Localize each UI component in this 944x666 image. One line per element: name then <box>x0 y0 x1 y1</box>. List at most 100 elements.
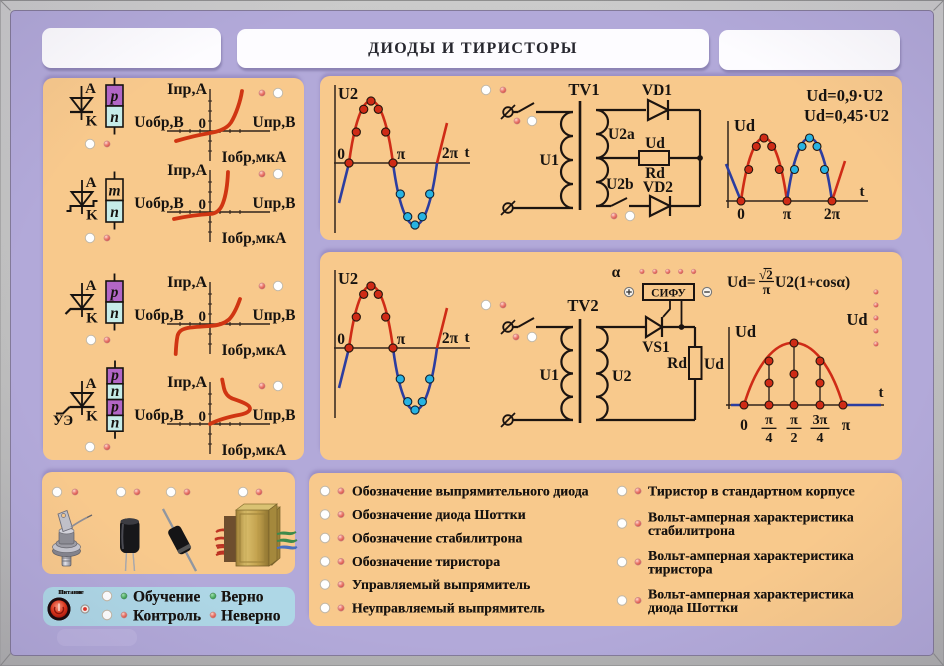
svg-text:2: 2 <box>791 431 798 446</box>
svg-text:Вольт-амперная характеристика: Вольт-амперная характеристика <box>648 587 854 602</box>
svg-text:0: 0 <box>737 206 745 223</box>
svg-text:Iобр,мкА: Iобр,мкА <box>222 149 288 166</box>
svg-text:Обозначение тиристора: Обозначение тиристора <box>352 554 500 569</box>
svg-text:p: p <box>109 399 119 416</box>
svg-text:тиристора: тиристора <box>648 562 713 577</box>
svg-text:Iобр,мкА: Iобр,мкА <box>222 342 288 359</box>
svg-text:TV1: TV1 <box>568 80 599 99</box>
svg-text:Ud=: Ud= <box>727 274 756 291</box>
svg-text:диода Шоттки: диода Шоттки <box>648 600 738 615</box>
svg-text:стабилитрона: стабилитрона <box>648 523 735 538</box>
svg-text:U2(1+cosα): U2(1+cosα) <box>775 274 850 291</box>
svg-text:2π: 2π <box>824 206 841 223</box>
svg-text:Обозначение выпрямительного ди: Обозначение выпрямительного диода <box>352 484 589 499</box>
svg-text:U2a: U2a <box>608 126 635 143</box>
svg-text:0: 0 <box>337 146 345 163</box>
svg-text:Обучение: Обучение <box>133 589 200 606</box>
svg-text:Rd: Rd <box>667 355 687 372</box>
svg-text:U1: U1 <box>539 367 559 384</box>
svg-text:TV2: TV2 <box>567 296 598 315</box>
svg-text:Вольт-амперная характеристика: Вольт-амперная характеристика <box>648 587 854 602</box>
svg-text:3π: 3π <box>813 413 828 428</box>
svg-text:Iобр,мкА: Iобр,мкА <box>222 230 288 247</box>
svg-text:K: K <box>86 409 98 425</box>
svg-text:Uобр,В: Uобр,В <box>134 307 184 324</box>
svg-text:УЭ: УЭ <box>53 413 73 429</box>
svg-text:Верно: Верно <box>221 589 264 606</box>
svg-text:Rd: Rd <box>645 165 665 182</box>
svg-text:K: K <box>86 114 98 130</box>
svg-text:Uобр,В: Uобр,В <box>134 195 184 212</box>
svg-text:Вольт-амперная характеристика: Вольт-амперная характеристика <box>648 548 854 563</box>
svg-text:Питание: Питание <box>59 590 83 596</box>
svg-text:π: π <box>763 283 771 298</box>
svg-text:Uпр,В: Uпр,В <box>253 195 296 212</box>
svg-text:0: 0 <box>199 197 207 213</box>
svg-text:0: 0 <box>199 116 207 132</box>
svg-text:π: π <box>397 331 406 348</box>
svg-text:Ud: Ud <box>645 135 665 152</box>
svg-text:p: p <box>109 367 119 384</box>
svg-text:t: t <box>465 145 470 161</box>
svg-text:p: p <box>109 284 119 301</box>
svg-text:Ud=0,45·U2: Ud=0,45·U2 <box>804 106 889 125</box>
svg-text:Неверно: Неверно <box>221 608 281 625</box>
svg-text:t: t <box>860 184 865 200</box>
svg-text:Управляемый выпрямитель: Управляемый выпрямитель <box>352 577 530 592</box>
svg-text:Неуправляемый выпрямитель: Неуправляемый выпрямитель <box>352 601 545 616</box>
svg-text:Iпр,A: Iпр,A <box>167 81 207 98</box>
svg-text:тиристора: тиристора <box>648 562 713 577</box>
svg-text:Обозначение стабилитрона: Обозначение стабилитрона <box>352 531 523 546</box>
svg-text:Контроль: Контроль <box>133 608 201 625</box>
svg-text:A: A <box>85 81 96 97</box>
svg-text:4: 4 <box>817 431 824 446</box>
svg-text:Неуправляемый выпрямитель: Неуправляемый выпрямитель <box>352 601 545 616</box>
svg-text:Uобр,В: Uобр,В <box>134 114 184 131</box>
svg-text:n: n <box>110 305 119 322</box>
svg-text:π: π <box>842 417 851 434</box>
svg-text:Вольт-амперная характеристика: Вольт-амперная характеристика <box>648 510 854 525</box>
svg-text:VD2: VD2 <box>643 179 673 196</box>
svg-text:π: π <box>397 146 406 163</box>
svg-text:СИФУ: СИФУ <box>651 288 686 300</box>
svg-text:Обозначение тиристора: Обозначение тиристора <box>352 554 500 569</box>
svg-text:Обозначение диода Шоттки: Обозначение диода Шоттки <box>352 507 526 522</box>
svg-text:K: K <box>86 311 98 327</box>
svg-text:U2: U2 <box>338 84 358 103</box>
svg-text:Iпр,A: Iпр,A <box>167 162 207 179</box>
svg-text:Вольт-амперная характеристика: Вольт-амперная характеристика <box>648 548 854 563</box>
svg-text:m: m <box>108 182 120 199</box>
svg-text:диода Шоттки: диода Шоттки <box>648 600 738 615</box>
svg-text:4: 4 <box>766 431 773 446</box>
svg-text:Ud=0,9·U2: Ud=0,9·U2 <box>806 86 883 105</box>
svg-text:0: 0 <box>337 331 345 348</box>
svg-text:Ud: Ud <box>704 356 724 373</box>
svg-text:0: 0 <box>199 309 207 325</box>
svg-text:Ud: Ud <box>735 322 756 341</box>
svg-text:n: n <box>111 383 120 400</box>
svg-text:α: α <box>612 264 621 281</box>
svg-text:Обозначение стабилитрона: Обозначение стабилитрона <box>352 531 523 546</box>
svg-text:Вольт-амперная характеристика: Вольт-амперная характеристика <box>648 510 854 525</box>
svg-text:Верно: Верно <box>221 589 264 606</box>
svg-text:Тиристор в стандартном корпусе: Тиристор в стандартном корпусе <box>648 484 855 499</box>
svg-text:K: K <box>86 208 98 224</box>
svg-text:VS1: VS1 <box>642 339 670 356</box>
svg-text:Питание: Питание <box>58 589 84 596</box>
svg-text:U2b: U2b <box>606 176 634 193</box>
svg-text:Iпр,A: Iпр,A <box>167 374 207 391</box>
svg-text:U2: U2 <box>338 269 358 288</box>
svg-text:Iобр,мкА: Iобр,мкА <box>222 442 288 459</box>
svg-text:t: t <box>465 330 470 346</box>
svg-text:Uпр,В: Uпр,В <box>253 407 296 424</box>
svg-text:A: A <box>86 376 97 392</box>
svg-text:Неверно: Неверно <box>221 608 281 625</box>
svg-text:0: 0 <box>199 409 207 425</box>
svg-text:U2: U2 <box>612 368 632 385</box>
svg-text:p: p <box>109 88 119 105</box>
svg-text:π: π <box>790 413 798 428</box>
svg-text:n: n <box>110 109 119 126</box>
svg-text:Обозначение диода Шоттки: Обозначение диода Шоттки <box>352 507 526 522</box>
svg-text:Ud: Ud <box>846 310 867 329</box>
svg-text:π: π <box>765 413 773 428</box>
